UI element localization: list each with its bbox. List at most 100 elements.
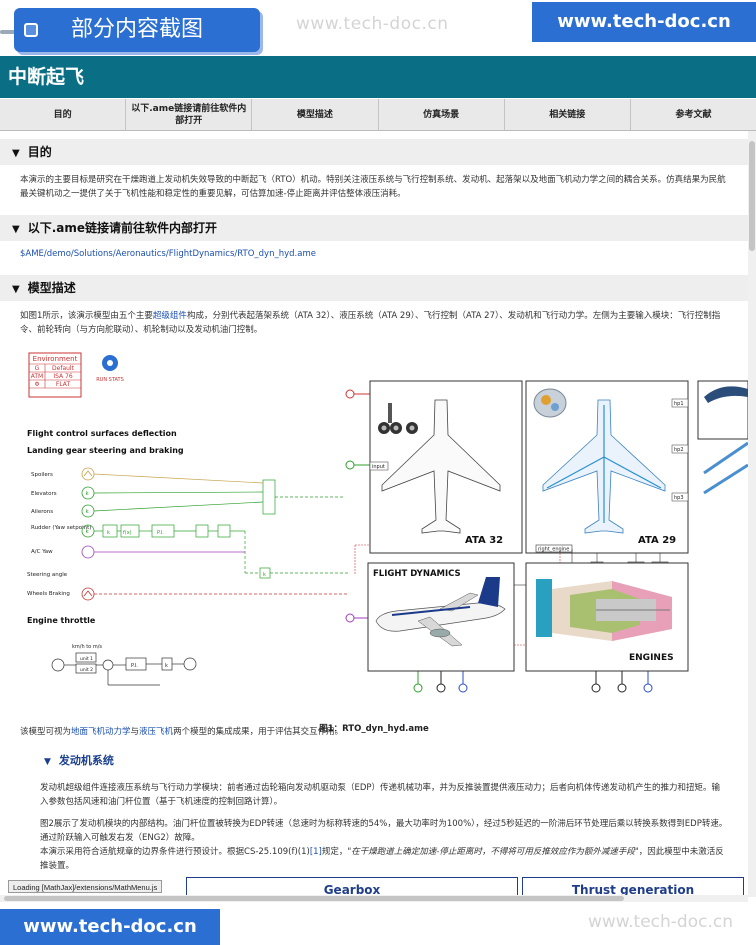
- engine-text-2: 图2展示了发动机模块的内部结构。油门杆位置被转换为EDP转速（怠速时为标称转速的…: [0, 815, 748, 879]
- vertical-scroll-thumb[interactable]: [749, 141, 755, 251]
- ground-dynamics-link[interactable]: 地面飞机动力学: [71, 727, 131, 737]
- pi-block-throttle: P.I.: [131, 663, 138, 669]
- run-stats-label: RUN STATS: [96, 377, 124, 383]
- watermark-top: 部分内容截图 www.tech-doc.cn www.tech-doc.cn: [0, 0, 756, 56]
- input-ac-yaw: A/C Yaw: [31, 549, 53, 555]
- collapse-triangle-icon: ▼: [12, 148, 20, 159]
- env-title: Environment: [33, 355, 78, 363]
- k-block-ailerons: k: [86, 509, 90, 515]
- page-title: 中断起飞: [0, 56, 756, 98]
- integration-text: 该模型可视为地面飞机动力学与液压飞机两个模型的集成成果，用于评估其交互作用。: [0, 717, 748, 745]
- tab-model-description[interactable]: 模型描述: [252, 99, 379, 130]
- fc-title: Flight control surfaces deflection: [27, 429, 177, 438]
- port-hp2: hp2: [674, 447, 684, 453]
- diagram-svg: Environment G Default ATM ISA 76 Φ FLAT …: [27, 352, 748, 693]
- model-intro-pre: 如图1所示，该演示模型由五个主要: [20, 311, 153, 321]
- landing-gear-icon: [378, 403, 418, 434]
- engine-text-2a: 图2展示了发动机模块的内部结构。油门杆位置被转换为EDP转速（怠速时为标称转速的…: [40, 819, 728, 843]
- tab-references[interactable]: 参考文献: [675, 109, 712, 120]
- mathjax-loading: Loading [MathJax]/extensions/MathMenu.js: [8, 880, 163, 893]
- port-markers: [345, 389, 653, 693]
- section-purpose-title: 目的: [27, 145, 52, 159]
- figure-caption: 图1：RTO_dyn_hyd.ame: [319, 724, 429, 734]
- main-content: ▼ 目的 本演示的主要目标是研究在干燥跑道上发动机失效导致的中断起飞（RTO）机动…: [0, 131, 748, 897]
- watermark-site-bottom: www.tech-doc.cn: [0, 909, 220, 945]
- model-diagram: Environment G Default ATM ISA 76 Φ FLAT …: [0, 345, 748, 734]
- env-val-flat: FLAT: [56, 381, 71, 388]
- engine-text-3-mid: 规定，: [321, 847, 348, 857]
- watermark-pin: [0, 30, 24, 34]
- ata32-label: ATA 32: [465, 535, 503, 546]
- supercomponent-link[interactable]: 超级组件: [152, 311, 187, 321]
- collapse-triangle-icon: ▼: [12, 224, 20, 235]
- nav-tabs: 目的 以下.ame链接请前往软件内部打开 模型描述 仿真场景 相关链接 参考文献: [0, 99, 756, 131]
- watermark-badge: 部分内容截图: [14, 8, 260, 52]
- k-block-rudder: k: [86, 529, 90, 535]
- port-right-engine: right_engine: [538, 547, 569, 553]
- k-block-steering: k: [263, 572, 266, 578]
- watermark-ghost-top: www.tech-doc.cn: [296, 14, 449, 34]
- section-engine-header[interactable]: ▼ 发动机系统: [0, 749, 748, 773]
- flight-control-block-partial[interactable]: [697, 380, 748, 495]
- input-spoilers: Spoilers: [31, 472, 53, 478]
- unit1-label: unit 1: [80, 656, 93, 662]
- tab-related-links[interactable]: 相关链接: [505, 99, 631, 130]
- input-wheels-braking: Wheels Braking: [27, 591, 70, 597]
- kmh-label: km/h to m/s: [72, 644, 102, 650]
- env-key-g: G: [35, 365, 40, 372]
- model-intro: 如图1所示，该演示模型由五个主要超级组件构成，分别代表起落架系统（ATA 32）…: [0, 301, 748, 343]
- flight-dynamics-block[interactable]: FLIGHT DYNAMICS: [367, 562, 515, 672]
- section-model-title: 模型描述: [27, 281, 76, 295]
- horizontal-scroll-thumb[interactable]: [4, 896, 624, 901]
- section-link-header[interactable]: ▼ 以下.ame链接请前往软件内部打开: [0, 215, 748, 241]
- section-link-title: 以下.ame链接请前往软件内部打开: [27, 221, 218, 235]
- collapse-triangle-icon: ▼: [44, 757, 51, 767]
- unit2-label: unit 2: [80, 667, 93, 673]
- purpose-text: 本演示的主要目标是研究在干燥跑道上发动机失效导致的中断起飞（RTO）机动。特别关…: [20, 175, 726, 199]
- watermark-ghost-bottom: www.tech-doc.cn: [588, 912, 733, 932]
- input-ailerons: Ailerons: [31, 509, 53, 515]
- ata29-block[interactable]: hp1 hp2 hp3 ATA 29: [525, 380, 689, 554]
- badge-icon: [24, 23, 38, 37]
- ata29-label: ATA 29: [638, 535, 676, 546]
- throttle-chain: [51, 652, 197, 686]
- input-steering-angle: Steering angle: [27, 572, 68, 578]
- environment-block[interactable]: Environment G Default ATM ISA 76 Φ FLAT: [28, 352, 82, 398]
- hydraulic-aircraft-link[interactable]: 液压飞机: [139, 727, 174, 737]
- engine-text-3: 本演示采用符合适航规章的边界条件进行预设计。根据CS-25.109(f)(1)[…: [40, 845, 728, 873]
- pi-block-rudder: P.I.: [157, 530, 164, 536]
- tab-purpose[interactable]: 目的: [0, 99, 127, 130]
- hydraulic-lines: [546, 405, 662, 523]
- ata32-block[interactable]: input ATA 32: [369, 380, 523, 554]
- engine-text-3-pre: 本演示采用符合适航规章的边界条件进行预设计。根据CS-25.109(f)(1): [40, 847, 310, 857]
- horizontal-scrollbar[interactable]: [0, 895, 748, 902]
- engine-text-1: 发动机超级组件连接液压系统与飞行动力学模块：前者通过齿轮箱向发动机驱动泵（EDP…: [40, 783, 721, 807]
- rudder-chain: [93, 473, 348, 595]
- tab-ame-link[interactable]: 以下.ame链接请前往软件内部打开: [126, 99, 253, 130]
- hydraulic-pump-icon: [533, 388, 567, 418]
- vertical-scrollbar[interactable]: [748, 131, 756, 897]
- engines-label: ENGINES: [629, 653, 674, 663]
- engines-block[interactable]: ENGINES: [514, 562, 689, 672]
- integration-post: 两个模型的集成成果，用于评估其交互作用。: [173, 727, 344, 737]
- section-engine-title: 发动机系统: [58, 754, 114, 767]
- section-model-header[interactable]: ▼模型描述: [0, 275, 748, 301]
- input-rudder: Rudder (Yaw setpoint): [31, 525, 91, 531]
- env-key-atm: ATM: [31, 373, 43, 380]
- integration-pre: 该模型可视为: [20, 727, 72, 737]
- k-block-elevators: k: [86, 491, 90, 497]
- port-hp1: hp1: [674, 401, 684, 407]
- ame-file-link[interactable]: $AME/demo/Solutions/Aeronautics/FlightDy…: [20, 249, 316, 259]
- port-hp3: hp3: [674, 495, 684, 501]
- tab-simulation-scenario[interactable]: 仿真场景: [379, 99, 505, 130]
- lg-title: Landing gear steering and braking: [27, 446, 184, 455]
- reference-link[interactable]: [1]: [309, 847, 322, 857]
- port-input: input: [372, 464, 385, 470]
- run-stats-block[interactable]: RUN STATS: [96, 355, 124, 383]
- section-purpose-header[interactable]: ▼ 目的: [0, 139, 748, 165]
- model-intro-post: 构成，分别代表起落架系统（ATA 32）、液压系统（ATA 29）、飞行控制（A…: [20, 311, 721, 335]
- fx-block: f(x): [123, 530, 132, 536]
- integration-mid: 与: [130, 727, 140, 737]
- engine-text-3-post: ，因此模型中未激活反推装置。: [40, 847, 724, 871]
- input-elevators: Elevators: [31, 491, 57, 497]
